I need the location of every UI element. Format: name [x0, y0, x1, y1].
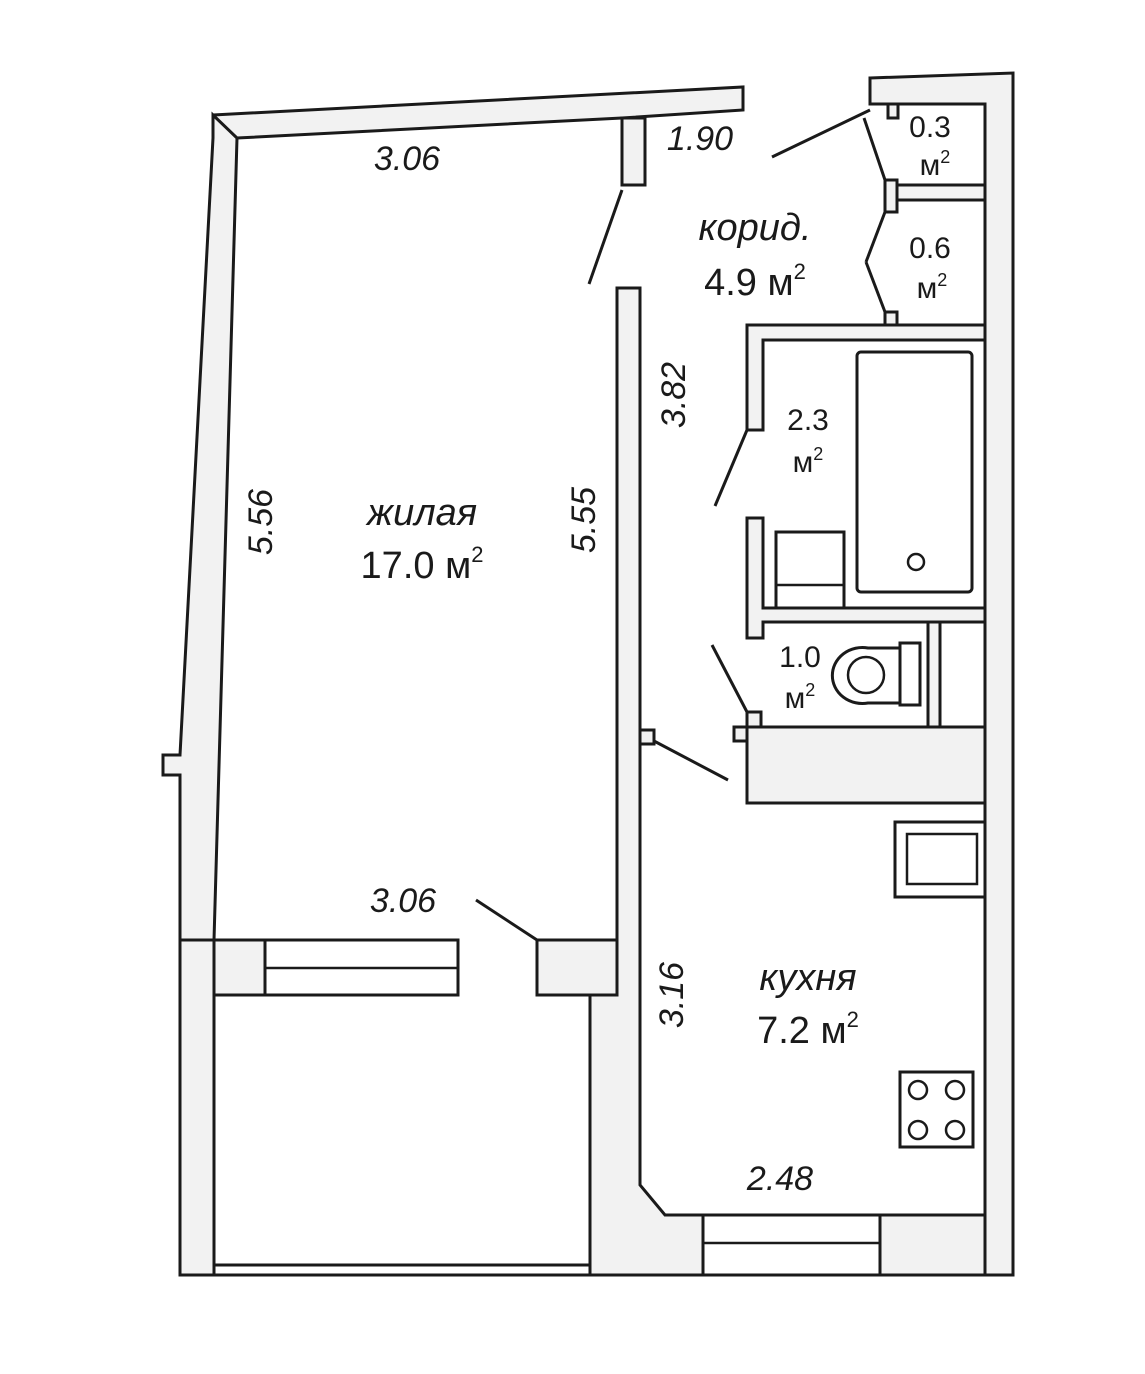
- dim-kitchen-width: 2.48: [746, 1160, 813, 1198]
- door-balcony: [475, 898, 538, 942]
- window-kitchen: [701, 1213, 882, 1277]
- wall-kitchen-bottom: [878, 1213, 987, 1277]
- dim-living-bottom: 3.06: [370, 882, 436, 920]
- stove-burner-2: [944, 1079, 966, 1101]
- door-closet-lower: [864, 261, 887, 313]
- door-closet: [864, 211, 887, 263]
- wall-closet-stub-2: [883, 310, 899, 327]
- door-entrance: [771, 108, 871, 159]
- wall-toilet-stub: [745, 710, 763, 729]
- kitchen-area: 7.2 м2: [757, 1007, 859, 1052]
- washbasin: [774, 530, 846, 610]
- dim-kitchen-length: 3.16: [653, 962, 691, 1028]
- doors: [475, 108, 887, 942]
- dim-living-top: 3.06: [374, 140, 440, 178]
- wall-corridor-stub: [638, 728, 656, 746]
- door-toilet: [710, 644, 749, 713]
- toilet-bowl: [830, 646, 902, 705]
- wall-living-top: [211, 85, 745, 140]
- toilet-unit: м2: [785, 680, 816, 715]
- wall-living-bottom: [212, 938, 267, 997]
- wall-living-left: [161, 111, 239, 942]
- closet-area: 0.6: [909, 232, 951, 265]
- wall-kitchen-stub: [732, 725, 749, 743]
- door-closet-small: [862, 117, 887, 181]
- dim-living-right: 5.55: [565, 487, 603, 553]
- kitchen-name: кухня: [759, 957, 856, 999]
- door-kitchen: [653, 739, 729, 782]
- living-room-area: 17.0 м2: [361, 542, 484, 587]
- dim-living-left: 5.56: [242, 489, 280, 555]
- bathroom-unit: м2: [793, 444, 824, 479]
- fixtures: [774, 350, 987, 1149]
- bathroom-area: 2.3: [787, 404, 829, 437]
- closet-unit: м2: [917, 270, 948, 305]
- kitchen-sink-basin: [905, 832, 979, 886]
- living-room-name: жилая: [365, 492, 477, 534]
- door-living: [587, 189, 624, 285]
- toilet-tank: [898, 641, 922, 707]
- dimension-labels: 3.06 3.06 1.90 2.48 5.56 5.55 3.82 3.16: [242, 120, 813, 1198]
- wall-toilet-right: [926, 620, 942, 729]
- wall-closet-pillar-top: [883, 178, 899, 214]
- dim-corridor-width: 1.90: [667, 120, 733, 158]
- closet-small-unit: м2: [920, 147, 951, 182]
- corridor-area: 4.9 м2: [704, 259, 806, 304]
- room-labels: жилая 17.0 м2 корид. 4.9 м2 кухня 7.2 м2…: [361, 111, 951, 1052]
- door-bathroom: [713, 429, 749, 507]
- wall-toilet-bottom: [745, 725, 987, 805]
- stove-burner-4: [944, 1119, 966, 1141]
- corridor-name: корид.: [699, 207, 812, 249]
- wall-partition: [588, 286, 705, 1277]
- toilet-area: 1.0: [779, 641, 821, 674]
- bathtub-drain: [906, 552, 926, 572]
- windows: [180, 938, 1013, 1277]
- stove-burner-3: [907, 1119, 929, 1141]
- wall-closet-stub-1: [886, 102, 900, 120]
- bathtub: [855, 350, 974, 594]
- wall-closet-divider: [883, 183, 987, 202]
- closet-small-area: 0.3: [909, 111, 951, 144]
- stove-burner-1: [907, 1079, 929, 1101]
- dim-corridor-length: 3.82: [655, 362, 693, 428]
- toilet-seat: [846, 655, 886, 695]
- wall-bottom-left: [178, 938, 216, 1277]
- wall-stub-top: [620, 116, 647, 187]
